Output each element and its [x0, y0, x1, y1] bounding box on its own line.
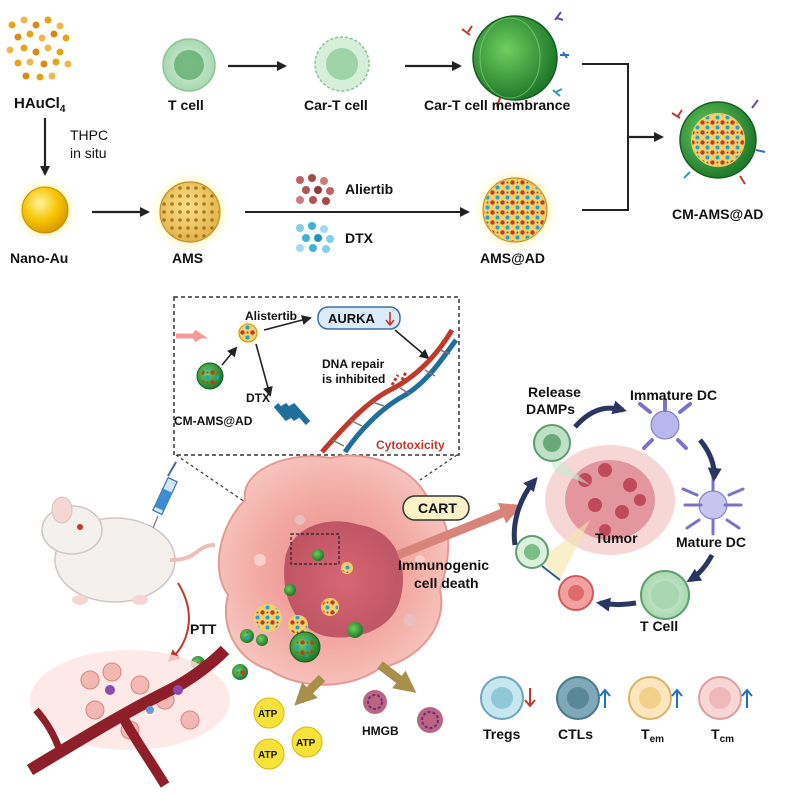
aurka-label: AURKA	[328, 311, 376, 326]
ptt-label: PTT	[190, 621, 217, 637]
arrow-release	[221, 346, 238, 366]
dna-repair-line1: DNA repair	[322, 357, 385, 371]
cart-badge	[402, 495, 470, 521]
cm-ams-ad-particle-icon	[671, 99, 766, 185]
cycle-arrow-1	[573, 400, 627, 429]
aliertib-molecules-icon	[296, 174, 334, 205]
car-t-membrane-icon	[461, 11, 569, 108]
syringe-icon	[152, 461, 178, 529]
aurka-box	[317, 306, 401, 330]
alistertib-label: Alistertib	[245, 309, 297, 323]
dna-repair-line2: is inhibited	[322, 372, 385, 386]
mature-dc-icon	[681, 474, 745, 536]
attack-beam	[540, 520, 590, 580]
hmgb-molecules-icon	[363, 690, 443, 733]
arrow-dtx	[255, 343, 273, 397]
hmgb-label: HMGB	[362, 724, 399, 738]
mouse-icon	[41, 496, 216, 605]
cycle-arrow-3	[686, 553, 715, 583]
inset-cm-ams-ad-label: CM-AMS@AD	[174, 414, 253, 428]
arrow-to-ptt	[167, 582, 190, 663]
car-t-membrane-label: Car-T cell membrance	[424, 97, 570, 113]
effector-cells-icon	[515, 535, 594, 611]
cycle-arrow-5	[511, 476, 538, 546]
laser-beam-icon	[176, 329, 209, 343]
legend: Tregs CTLs Tem Tcm	[480, 676, 753, 745]
cycle-t-cell-label: T Cell	[640, 618, 678, 634]
release-damps-line1: Release	[528, 384, 581, 400]
dna-helix-icon	[320, 328, 459, 454]
ams-label: AMS	[172, 250, 203, 266]
legend-ctls: CTLs	[558, 726, 593, 742]
tumor-mass-icon	[545, 445, 675, 555]
icd-line1: Immunogenic	[398, 557, 489, 573]
ctls-up-icon	[599, 688, 611, 708]
haucl4-particles-icon	[6, 16, 72, 81]
aurka-down-icon	[385, 312, 395, 327]
legend-tcm: Tcm	[711, 726, 734, 745]
atp-molecules: ATP ATP ATP	[253, 697, 323, 770]
dtx-molecules-icon	[296, 222, 334, 253]
inset-cm-ams-ad-icon	[196, 362, 224, 390]
dna-damage-bolt-icon	[273, 403, 311, 425]
cycle-arrow-4	[596, 597, 637, 612]
arrow-to-aurka	[263, 315, 312, 331]
tumor-tissue-vessel-icon	[26, 645, 230, 788]
arrow-atp-release	[294, 674, 326, 706]
icd-line2: cell death	[414, 575, 479, 591]
atp-label-3: ATP	[296, 738, 316, 749]
tem-up-icon	[671, 688, 683, 708]
in-situ-label: in situ	[70, 145, 107, 161]
tumor-label: Tumor	[595, 530, 638, 546]
cart-label: CART	[418, 500, 457, 516]
zoom-region-box	[290, 533, 340, 565]
legend-tem: Tem	[641, 726, 664, 745]
arrow-hmgb-release	[377, 661, 417, 693]
cytotoxicity-label: Cytotoxicity	[376, 438, 445, 452]
nano-au-label: Nano-Au	[10, 250, 68, 266]
cm-ams-ad-label: CM-AMS@AD	[672, 206, 763, 222]
aliertib-label: Aliertib	[345, 181, 393, 197]
atp-label-2: ATP	[258, 750, 278, 761]
arrow-tumor-to-immunity	[396, 503, 523, 560]
cycle-arrow-2	[698, 438, 722, 482]
t-cell-label: T cell	[168, 97, 204, 113]
immature-dc-label: Immature DC	[630, 387, 717, 403]
merge-bracket	[582, 63, 629, 211]
nano-au-particle-icon	[21, 186, 69, 234]
legend-tregs: Tregs	[483, 726, 521, 742]
released-particle-icon	[235, 320, 261, 346]
tcm-up-icon	[741, 688, 753, 708]
dtx-label: DTX	[345, 230, 374, 246]
haucl4-label: HAuCl4	[14, 95, 66, 115]
mature-dc-label: Mature DC	[676, 534, 746, 550]
arrow-aurka-to-dna	[394, 329, 430, 360]
tregs-down-icon	[524, 688, 536, 708]
inset-dtx-label: DTX	[246, 391, 270, 405]
tumor-nanoparticles	[254, 549, 363, 663]
ams-ad-label: AMS@AD	[480, 250, 545, 266]
immature-dc-icon	[638, 398, 692, 450]
thpc-label: THPC	[70, 127, 108, 143]
atp-label-1: ATP	[258, 709, 278, 720]
car-t-cell-label: Car-T cell	[304, 97, 368, 113]
release-damps-line2: DAMPs	[526, 401, 575, 417]
